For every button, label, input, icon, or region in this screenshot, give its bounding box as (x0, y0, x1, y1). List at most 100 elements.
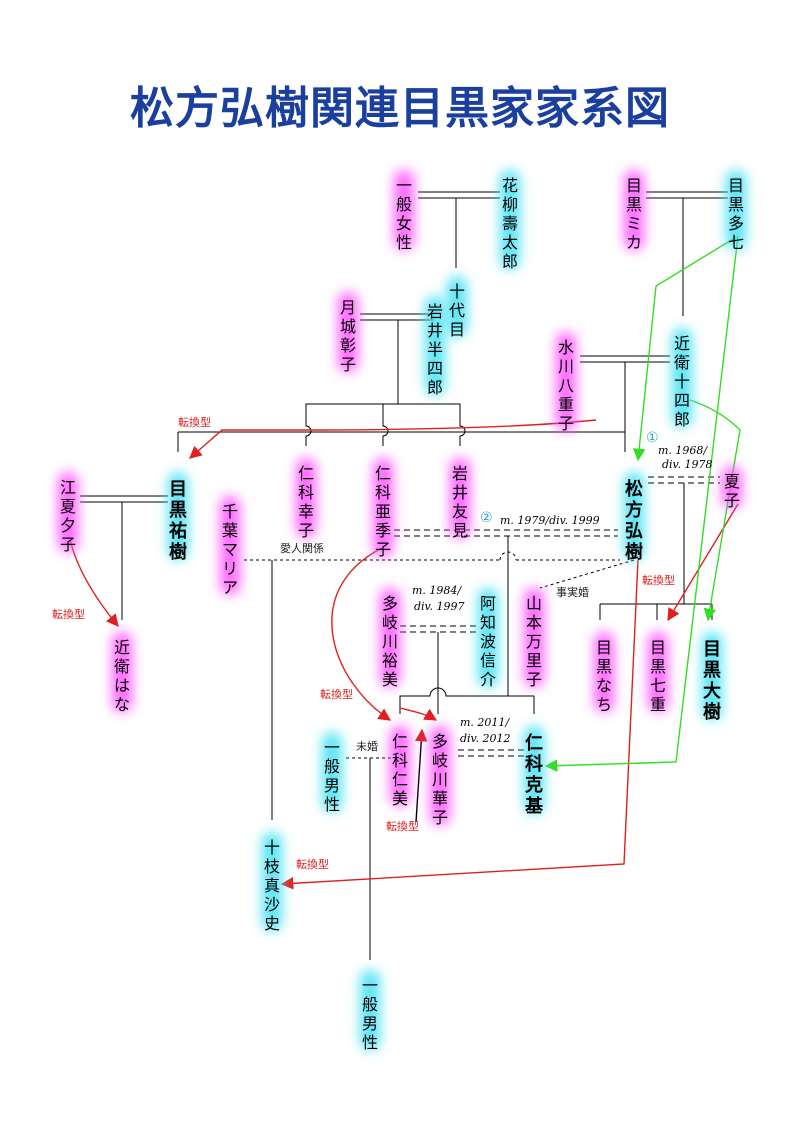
person-name: 目黒ミカ (626, 176, 642, 252)
person-name: 花柳壽太郎 (502, 176, 518, 271)
person-name: 岩井友見 (452, 464, 468, 540)
person-natsuko: 夏子 (722, 466, 742, 510)
person-nishina-akiko: 仁科亜季子 (373, 458, 393, 559)
name-glow (500, 170, 520, 269)
person-iwai-tomomi: 岩井友見 (450, 458, 470, 540)
tenkan-label-hana: 転換型 (52, 607, 85, 621)
person-name: 夏子 (724, 472, 740, 510)
person-name: 江夏夕子 (60, 478, 76, 554)
person-tsukishiro: 月城彰子 (338, 292, 358, 374)
name-glow (168, 472, 188, 560)
person-name: 仁科仁美 (392, 732, 408, 808)
tenkan-label-yuki: 転換型 (178, 415, 211, 429)
name-glow (394, 170, 414, 250)
marriage-2-number: ② (480, 510, 493, 526)
person-name: 目黒大樹 (703, 639, 721, 723)
person-meguro-nachi: 目黒なち (594, 632, 614, 714)
person-name: 目黒祐樹 (169, 479, 187, 563)
person-hanayagi: 花柳壽太郎 (500, 170, 520, 271)
person-name: 月城彰子 (340, 298, 356, 374)
person-name: 多岐川裕美 (382, 594, 398, 689)
person-name: 近衛十四郎 (674, 334, 690, 429)
person-name: 岩井半四郎十代目 (427, 282, 465, 397)
person-konoe-jushiro: 近衛十四郎 (672, 328, 692, 429)
name-glow (112, 632, 132, 712)
marriage-2-dates: m. 1979/div. 1999 (500, 514, 600, 527)
person-e-natsuko: 江夏夕子 (58, 472, 78, 554)
person-ippan-josei: 一般女性 (394, 170, 414, 252)
person-takigawa-hanako: 多岐川華子 (430, 726, 450, 827)
tenkan-label-toeda: 転換型 (296, 857, 329, 871)
name-glow (262, 832, 282, 931)
name-glow (556, 332, 576, 431)
person-name: 十枝真沙史 (264, 838, 280, 933)
tenkan-label-nanae: 転換型 (642, 573, 675, 587)
person-chiba-maria: 千葉マリア (220, 496, 240, 597)
jijitsukon-label: 事実婚 (556, 585, 589, 599)
name-glow (373, 458, 393, 557)
name-glow (447, 276, 467, 337)
person-toeda: 十枝真沙史 (262, 832, 282, 933)
katsuki-marriage-m: m. 2011/ (460, 716, 510, 729)
person-name: 一般女性 (396, 176, 412, 252)
name-glow (58, 472, 78, 552)
name-glow (322, 732, 342, 812)
person-nishina-katsuki: 仁科克基 (524, 726, 544, 817)
name-glow (624, 170, 644, 250)
person-name: 一般男性 (324, 738, 340, 814)
name-glow (338, 292, 358, 372)
person-meguro-mika: 目黒ミカ (624, 170, 644, 252)
person-mizukawa: 水川八重子 (556, 332, 576, 433)
name-glow (360, 970, 380, 1050)
person-name: 山本万里子 (526, 594, 542, 689)
person-meguro-nanae: 目黒七重 (648, 632, 668, 714)
person-name: 多岐川華子 (432, 732, 448, 827)
person-nishina-sachiko: 仁科幸子 (296, 458, 316, 540)
katsuki-marriage-div: div. 2012 (460, 732, 510, 745)
takigawa-marriage-m: m. 1984/ (412, 584, 462, 597)
person-name: 松方弘樹 (625, 478, 643, 563)
name-glow (726, 170, 746, 250)
name-glow (524, 588, 544, 687)
person-meguro-yuki: 目黒祐樹 (168, 472, 188, 563)
person-name: 近衛はな (114, 638, 130, 714)
name-glow (430, 726, 450, 825)
annotations: 転換型 転換型 転換型 転換型 転換型 転換型 愛人関係 事実婚 未婚 ① m.… (52, 415, 712, 871)
name-glow (648, 632, 668, 712)
person-iwai-hanshiro: 岩井半四郎十代目 (425, 276, 467, 397)
name-glow (380, 588, 400, 687)
name-glow (672, 328, 692, 427)
mikon-label: 未婚 (356, 739, 378, 753)
page-title: 松方弘樹関連目黒家家系図 (130, 83, 670, 134)
person-matsukata: 松方弘樹 (624, 472, 644, 563)
name-glow (594, 632, 614, 712)
person-name: 阿知波信介 (480, 594, 496, 689)
person-takigawa-yumi: 多岐川裕美 (380, 588, 400, 689)
person-yamamoto: 山本万里子 (524, 588, 544, 689)
person-ippan-dansei-1: 一般男性 (322, 732, 342, 814)
tenkan-label-hanako: 転換型 (386, 819, 419, 833)
connector-lines (80, 191, 728, 960)
name-glow (722, 466, 742, 508)
person-meguro-tashichi: 目黒多七 (726, 170, 746, 252)
tenkan-label-hitomi: 転換型 (320, 687, 353, 701)
name-glow (478, 588, 498, 687)
name-glow (425, 296, 445, 395)
name-glow (450, 458, 470, 538)
person-name: 一般男性 (362, 976, 378, 1052)
person-name: 仁科幸子 (298, 464, 314, 540)
marriage-1-div: div. 1978 (662, 458, 712, 471)
name-glow (296, 458, 316, 538)
person-ippan-dansei-2: 一般男性 (360, 970, 380, 1052)
person-konoe-hana: 近衛はな (112, 632, 132, 714)
name-glow (220, 496, 240, 595)
person-name: 千葉マリア (222, 502, 238, 597)
person-meguro-daiki: 目黒大樹 (702, 632, 722, 723)
aijin-label: 愛人関係 (280, 542, 324, 555)
person-name: 仁科克基 (524, 732, 544, 817)
person-nishina-hitomi: 仁科仁美 (390, 726, 410, 808)
marriage-1-m: m. 1968/ (658, 444, 708, 457)
person-name: 目黒七重 (650, 638, 666, 714)
